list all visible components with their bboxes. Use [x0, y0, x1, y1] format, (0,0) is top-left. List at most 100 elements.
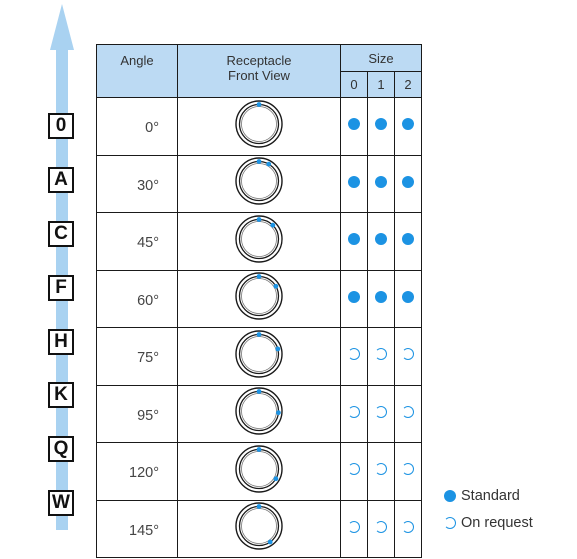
- size-0-availability: [340, 212, 368, 271]
- header-front-view-line1: Receptacle: [226, 53, 292, 68]
- size-2-availability: [394, 327, 422, 386]
- on-request-dot-icon: [375, 348, 387, 361]
- header-size: Size: [340, 44, 422, 72]
- standard-dot-icon: [348, 290, 360, 303]
- size-2-availability: [394, 212, 422, 271]
- standard-dot-icon: [402, 118, 414, 131]
- size-2-availability: [394, 269, 422, 328]
- keyway-mark: [256, 446, 262, 452]
- code-box: A: [48, 166, 74, 193]
- receptacle-icon: [235, 215, 283, 263]
- on-request-dot-icon: [348, 405, 360, 418]
- receptacle-front-view: [177, 327, 341, 386]
- on-request-dot-icon: [348, 520, 360, 533]
- keyway-mark: [256, 504, 262, 510]
- code-box: 0: [48, 112, 74, 139]
- size-2-availability: [394, 154, 422, 213]
- size-2-availability: [394, 97, 422, 156]
- angle-value: 75°: [96, 327, 178, 386]
- angle-value: 60°: [96, 269, 178, 328]
- receptacle-icon: [235, 387, 283, 435]
- table-row: 30°: [96, 154, 422, 213]
- receptacle-front-view: [177, 499, 341, 558]
- size-1-availability: [367, 154, 395, 213]
- size-0-availability: [340, 384, 368, 443]
- on-request-dot-icon: [348, 348, 360, 361]
- angle-value: 120°: [96, 442, 178, 501]
- size-1-availability: [367, 269, 395, 328]
- receptacle-icon: [235, 100, 283, 148]
- table-row: 45°: [96, 212, 422, 271]
- header-front-view-line2: Front View: [228, 68, 290, 83]
- size-0-availability: [340, 269, 368, 328]
- header-size-1: 1: [367, 71, 395, 98]
- standard-dot-icon: [375, 118, 387, 131]
- table-row: 75°: [96, 327, 422, 386]
- keyway-mark: [273, 476, 279, 481]
- receptacle-icon: [235, 502, 283, 550]
- keyway-mark: [256, 216, 262, 222]
- standard-dot-icon: [375, 290, 387, 303]
- on-request-dot-icon: [402, 520, 414, 533]
- legend-standard-label: Standard: [461, 488, 520, 504]
- table-row: 145°: [96, 499, 422, 558]
- size-1-availability: [367, 499, 395, 558]
- on-request-dot-icon: [375, 405, 387, 418]
- angle-value: 45°: [96, 212, 178, 271]
- code-box: H: [48, 328, 74, 355]
- on-request-dot-icon: [444, 517, 456, 529]
- size-1-availability: [367, 212, 395, 271]
- size-0-availability: [340, 154, 368, 213]
- angle-value: 95°: [96, 384, 178, 443]
- code-box: F: [48, 274, 74, 301]
- receptacle-front-view: [177, 154, 341, 213]
- header-size-2: 2: [394, 71, 422, 98]
- receptacle-icon: [235, 272, 283, 320]
- angle-value: 0°: [96, 97, 178, 156]
- code-box: Q: [48, 436, 74, 463]
- size-2-availability: [394, 442, 422, 501]
- keyway-mark: [256, 389, 262, 395]
- receptacle-front-view: [177, 442, 341, 501]
- keyway-mark: [256, 331, 262, 337]
- table-row: 0°: [96, 97, 422, 156]
- size-2-availability: [394, 384, 422, 443]
- keyway-mark: [276, 410, 281, 416]
- header-front-view: Receptacle Front View: [177, 44, 341, 98]
- standard-dot-icon: [444, 490, 456, 502]
- table-row: 60°: [96, 269, 422, 328]
- size-1-availability: [367, 442, 395, 501]
- size-0-availability: [340, 499, 368, 558]
- code-box: C: [48, 220, 74, 247]
- keyway-mark: [266, 161, 272, 167]
- standard-dot-icon: [348, 175, 360, 188]
- keyway-mark: [275, 346, 281, 352]
- keyway-mark: [256, 159, 262, 165]
- angle-value: 30°: [96, 154, 178, 213]
- header-size-0: 0: [340, 71, 368, 98]
- on-request-dot-icon: [402, 463, 414, 476]
- header-angle: Angle: [96, 44, 178, 98]
- receptacle-front-view: [177, 212, 341, 271]
- receptacle-front-view: [177, 269, 341, 328]
- table-row: 120°: [96, 442, 422, 501]
- size-0-availability: [340, 327, 368, 386]
- standard-dot-icon: [402, 233, 414, 246]
- keyway-mark: [273, 284, 279, 289]
- keyway-mark: [270, 222, 276, 228]
- standard-dot-icon: [402, 175, 414, 188]
- standard-dot-icon: [402, 290, 414, 303]
- receptacle-front-view: [177, 97, 341, 156]
- angle-value: 145°: [96, 499, 178, 558]
- standard-dot-icon: [375, 233, 387, 246]
- size-1-availability: [367, 384, 395, 443]
- receptacle-icon: [235, 445, 283, 493]
- code-box: W: [48, 490, 74, 517]
- keyway-mark: [267, 539, 273, 545]
- on-request-dot-icon: [402, 405, 414, 418]
- on-request-dot-icon: [375, 520, 387, 533]
- size-2-availability: [394, 499, 422, 558]
- standard-dot-icon: [375, 175, 387, 188]
- receptacle-icon: [235, 157, 283, 205]
